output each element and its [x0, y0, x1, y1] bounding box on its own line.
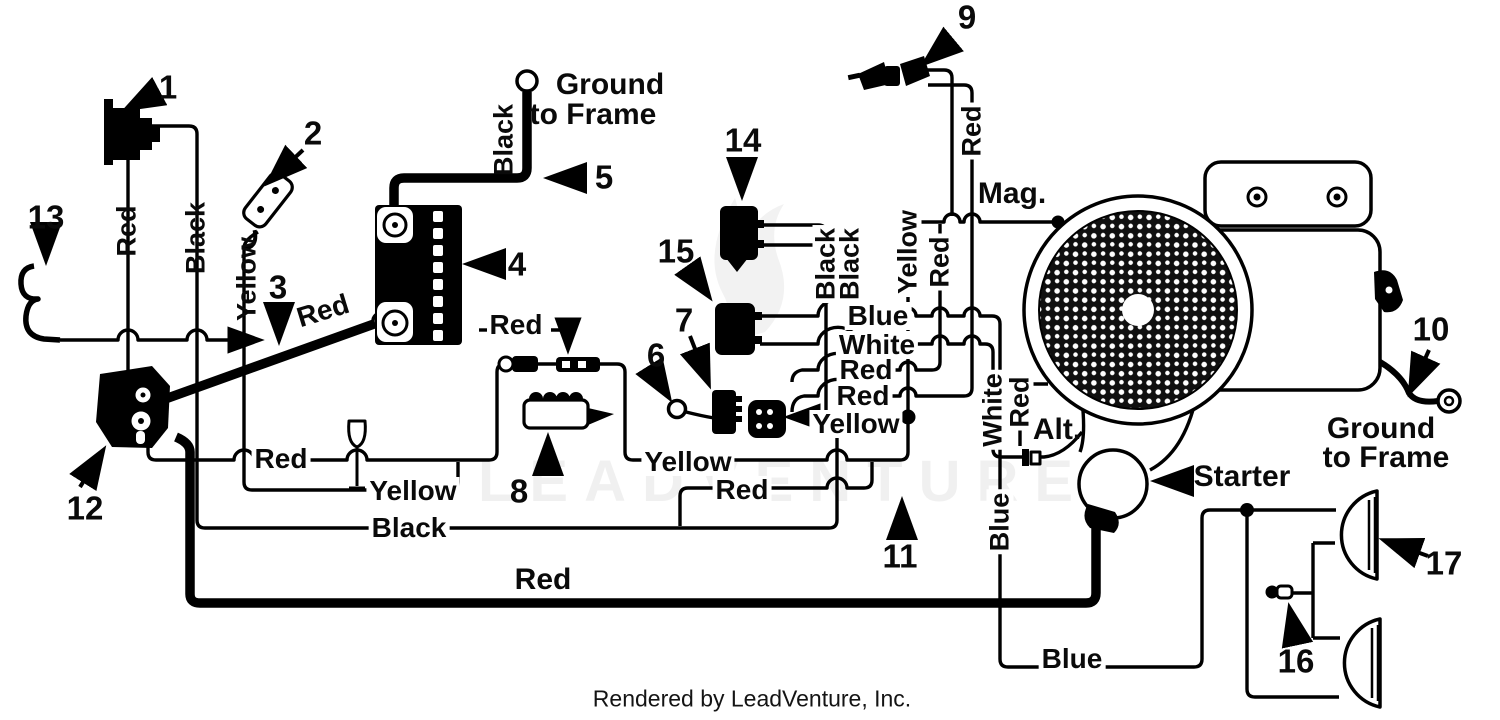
wire-label-red-bottom: Red: [514, 563, 572, 596]
fuse-holder: [497, 355, 600, 373]
wire-label-yellow-row-upper: Yellow: [809, 410, 903, 438]
wire-alt-out: [1034, 430, 1084, 459]
horn-1: [104, 99, 160, 165]
components: [18, 56, 1403, 709]
flywheel-hub: [1122, 294, 1154, 326]
wire-label-red-row-mid: Red: [712, 476, 772, 504]
wire-plug-lead: [922, 68, 954, 216]
wire-black-main: [148, 124, 839, 530]
wire-label-black-cable: Black: [488, 103, 519, 177]
wire-label-black-left: Black: [180, 201, 211, 275]
connector-4pin: [748, 400, 786, 438]
wire-label-yellow-left: Yellow: [231, 236, 262, 322]
battery-4: [375, 205, 462, 345]
wire-label-black-row: Black: [368, 514, 450, 542]
alt-label: Alt.: [1032, 413, 1082, 446]
part-number-12: 12: [66, 489, 104, 527]
wire-terminal6: [685, 410, 715, 420]
key-switch-12: [96, 366, 170, 448]
engine: [1022, 160, 1403, 426]
part-number-6: 6: [646, 336, 666, 374]
fuse-8: [522, 392, 614, 430]
wire-label-red-row2: Red: [833, 382, 893, 410]
cable-red-3: [152, 319, 376, 408]
starter-motor: [1077, 448, 1149, 533]
callout-arrows: [30, 26, 1441, 649]
wire-label-blue-bottom: Blue: [1038, 645, 1106, 673]
part-number-17: 17: [1425, 544, 1463, 582]
wire-ground-strap-row: [60, 326, 265, 354]
headlamp-17: [1339, 489, 1379, 581]
alt-connector: [1022, 449, 1042, 466]
ground-strap-13: [18, 263, 61, 343]
wire-label-yellow-harness: Yellow: [893, 206, 923, 298]
ring-terminal-6: [666, 398, 688, 420]
ground-to-frame-right-1: Ground: [1326, 412, 1436, 445]
ground-to-frame-top-1: Ground: [555, 68, 665, 101]
bulb-16: [1265, 584, 1294, 600]
spark-plug-9: [847, 56, 930, 90]
part-number-3: 3: [268, 268, 288, 306]
wire-fuse-tick-r: [551, 317, 582, 355]
cable-ground-10: [1378, 359, 1439, 405]
battery-cables: [152, 92, 1101, 608]
ground-to-frame-right-2: to Frame: [1322, 441, 1450, 474]
wire-label-yellow-row-left: Yellow: [366, 477, 460, 505]
ring-terminal-5: [515, 69, 539, 93]
wire-lamp-bracket: [1291, 541, 1340, 640]
part-number-7: 7: [674, 301, 694, 339]
wire-label-blue-row: Blue: [844, 302, 912, 330]
ground-to-frame-top-2: to Frame: [529, 98, 657, 131]
part-number-5: 5: [594, 158, 614, 196]
part-number-14: 14: [724, 121, 762, 159]
part-number-9: 9: [957, 0, 977, 36]
footer-credit: Rendered by LeadVenture, Inc.: [592, 685, 912, 712]
wire-label-blue-vert: Blue: [985, 489, 1015, 555]
wire-blue-branch: [1245, 510, 1339, 699]
ring-terminal-10-hole: [1443, 395, 1455, 407]
light-switch-15: [715, 303, 762, 355]
part-number-1: 1: [158, 68, 178, 106]
wire-label-red-plug: Red: [957, 102, 987, 160]
headlamp-lower: [1342, 617, 1382, 709]
part-number-8: 8: [509, 472, 529, 510]
wire-label-red-alt: Red: [1005, 373, 1035, 431]
wire-label-red-row1: Red: [836, 356, 896, 384]
inline-connector: [347, 419, 367, 490]
part-number-13: 13: [27, 198, 65, 236]
wire-label-yellow-row-mid: Yellow: [641, 448, 735, 476]
junction-dots: [237, 215, 1254, 517]
wire-red-lower: [678, 462, 874, 526]
interlock-switch-14: [720, 206, 764, 272]
wire-label-white-row: White: [835, 331, 919, 359]
wire-label-red-row: Red: [251, 445, 311, 473]
wire-label-black-v2: Black: [835, 224, 865, 304]
cable-black-ground-5: [389, 92, 532, 207]
part-number-4: 4: [507, 245, 527, 283]
part-number-16: 16: [1277, 642, 1315, 680]
part-number-2: 2: [303, 114, 323, 152]
part-number-10: 10: [1412, 310, 1450, 348]
wire-label-red-fuse: Red: [489, 309, 543, 340]
part-number-15: 15: [657, 232, 695, 270]
switch-7: [712, 390, 742, 434]
starter-label: Starter: [1193, 460, 1291, 493]
wire-label-red-harness: Red: [925, 233, 955, 291]
engine-bracket: [1203, 160, 1373, 228]
mag-label: Mag.: [977, 177, 1047, 210]
wire-label-red-left: Red: [111, 205, 142, 257]
wire-label-white-alt: White: [978, 370, 1008, 450]
cable-red-bottom: [174, 432, 1101, 608]
part-number-11: 11: [882, 537, 918, 575]
